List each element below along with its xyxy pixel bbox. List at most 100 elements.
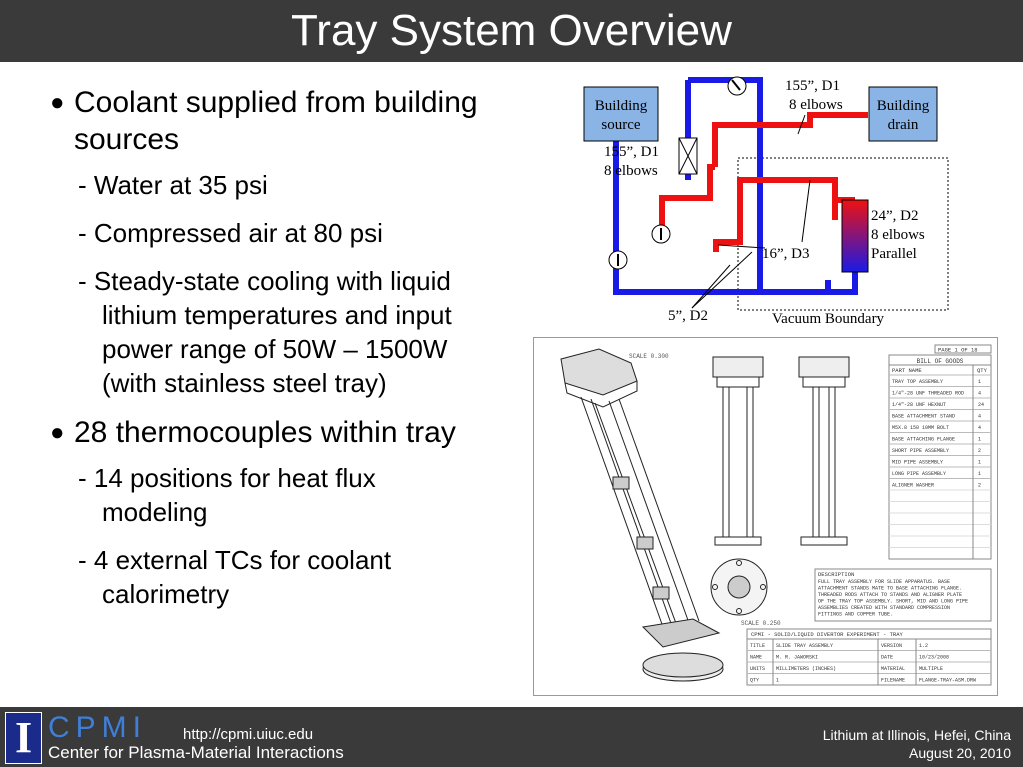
- title-block-cell: FLANGE-TRAY-ASM.DRW: [919, 678, 976, 684]
- title-block: CPMI - SOLID/LIQUID DIVERTOR EXPERIMENT …: [746, 628, 992, 686]
- bom-qty-cell: 2: [978, 483, 981, 489]
- title-block-cell: 10/23/2008: [919, 655, 949, 661]
- title-block-cell: QTY: [750, 678, 759, 684]
- top-pipe-label: 155”, D1: [785, 78, 840, 94]
- mid-pipe-label: 16”, D3: [762, 246, 810, 262]
- bom-rows: TRAY TOP ASSEMBLY 1 1/4"-28 UNF THREADED R…: [889, 374, 991, 548]
- bom-part-cell: 1/4"-28 UNF HEXNUT: [892, 402, 946, 408]
- title-block-header: CPMI - SOLID/LIQUID DIVERTOR EXPERIMENT …: [751, 631, 904, 638]
- description-block: DESCRIPTION FULL TRAY ASSEMBLY FOR SLIDE…: [814, 568, 992, 622]
- bom-title: BILL OF GOODS: [917, 358, 964, 365]
- tray-pipe-label: 24”, D2: [871, 208, 919, 224]
- bom-qty-cell: 24: [978, 402, 984, 408]
- description-line: FULL TRAY ASSEMBLY FOR SLIDE APPARATUS. …: [818, 579, 950, 585]
- description-line: ATTACHMENT STANDS MATE TO BASE ATTACHING…: [818, 586, 962, 592]
- cpmi-wordmark: CPMI: [48, 711, 147, 744]
- bom-header-part: PART NAME: [892, 367, 922, 374]
- coolant-flow-diagram: Building source Building drain 155”, D1 …: [583, 76, 949, 327]
- bom-qty-cell: 4: [978, 414, 981, 420]
- bom-qty-cell: 1: [978, 460, 981, 466]
- bill-of-goods: PAGE 1 OF 18 BILL OF GOODS PART NAME QTY…: [888, 344, 992, 560]
- bom-part-cell: 1/4"-28 UNF THREADED ROD: [892, 391, 964, 397]
- website-url: http://cpmi.uiuc.edu: [183, 726, 314, 743]
- sub-bullet-air: - Compressed air at 80 psi: [78, 218, 383, 248]
- sub-bullet-heat-flux: - 14 positions for heat flux modeling: [78, 463, 376, 527]
- title-block-cell: MULTIPLE: [919, 666, 943, 672]
- left-pipe-elbows: 8 elbows: [604, 163, 658, 179]
- front-view: [712, 356, 764, 546]
- title-block-cell: DATE: [881, 655, 893, 661]
- bullet-dot-icon: ●: [50, 419, 65, 446]
- scale-label-mid: SCALE 0.250: [741, 620, 781, 627]
- bom-qty-cell: 2: [978, 448, 981, 454]
- bom-header-qty: QTY: [977, 367, 988, 374]
- bullet-list: ● Coolant supplied from building sources…: [50, 84, 480, 625]
- vacuum-boundary-label: Vacuum Boundary: [772, 311, 885, 327]
- top-view-flange: [710, 558, 768, 616]
- description-line: FITTINGS AND COPPER TUBE.: [818, 612, 893, 618]
- bom-part-cell: BASE ATTACHMENT STAND: [892, 414, 955, 420]
- hot-return-pipe: [659, 112, 868, 252]
- bottom-pipe-label: 5”, D2: [668, 308, 708, 324]
- description-line: OF THE TRAY TOP ASSEMBLY. SHORT, MID AND…: [818, 599, 968, 605]
- title-block-cell: UNITS: [750, 666, 765, 672]
- scale-label-top: SCALE 0.300: [629, 353, 669, 360]
- isometric-assembly: [560, 348, 724, 682]
- bom-qty-cell: 4: [978, 391, 981, 397]
- title-block-cell: FILENAME: [881, 678, 905, 684]
- bom-qty-cell: 1: [978, 379, 981, 385]
- bom-part-cell: TRAY TOP ASSEMBLY: [892, 379, 943, 385]
- title-block-cell: VERSION: [881, 643, 902, 649]
- title-block-cell: 1.2: [919, 643, 928, 649]
- bom-qty-cell: 1: [978, 471, 981, 477]
- sub-bullet-calorimetry: - 4 external TCs for coolant calorimetry: [78, 545, 392, 609]
- title-block-cell: MATERIAL: [881, 666, 905, 672]
- title-block-cell: M. R. JAWORSKI: [776, 655, 818, 661]
- tray-heat-exchanger: [841, 199, 869, 273]
- source-label-line1: Building: [595, 98, 648, 114]
- building-drain-box: [868, 86, 938, 142]
- building-source-box: [583, 86, 659, 142]
- bom-qty-cell: 4: [978, 425, 981, 431]
- bom-part-cell: ALIGNER WASHER: [892, 483, 934, 489]
- description-lines: FULL TRAY ASSEMBLY FOR SLIDE APPARATUS. …: [818, 579, 968, 618]
- title-block-cell: 1: [776, 678, 779, 684]
- description-line: ASSEMBLIES CREATED WITH STANDARD COMPRES…: [818, 605, 950, 611]
- description-title: DESCRIPTION: [818, 571, 854, 578]
- top-pipe-elbows: 8 elbows: [789, 97, 843, 113]
- sub-bullet-water: - Water at 35 psi: [78, 170, 268, 200]
- slide-title: Tray System Overview: [291, 6, 732, 55]
- drain-label-line2: drain: [888, 117, 919, 133]
- bullet-dot-icon: ●: [50, 89, 65, 116]
- tray-pipe-parallel: Parallel: [871, 246, 917, 262]
- sub-bullet-steady-state: - Steady-state cooling with liquid lithi…: [78, 266, 452, 398]
- bom-part-cell: LONG PIPE ASSEMBLY: [892, 471, 946, 477]
- title-block-cell: SLIDE TRAY ASSEMBLY: [776, 643, 833, 649]
- title-block-cell: TITLE: [750, 643, 765, 649]
- event-info: Lithium at Illinois, Hefei, China August…: [823, 726, 1011, 762]
- title-block-cell: MILLIMETERS (INCHES): [776, 666, 836, 672]
- illinois-logo: I: [5, 712, 42, 764]
- left-pipe-label: 155”, D1: [604, 144, 659, 160]
- bom-part-cell: MID PIPE ASSEMBLY: [892, 460, 943, 466]
- center-name: Center for Plasma-Material Interactions: [48, 743, 344, 762]
- page-label: PAGE 1 OF 18: [938, 347, 978, 354]
- title-block-cell: NAME: [750, 655, 762, 661]
- description-line: THREADED RODS ATTACH TO STANDS AND ALIGN…: [818, 592, 962, 598]
- side-view: [798, 356, 850, 546]
- bom-part-cell: M5X.8 150 10MM BOLT: [892, 425, 949, 431]
- footer-bar: I CPMI Center for Plasma-Material Intera…: [0, 707, 1023, 767]
- bullet-thermocouples: ● 28 thermocouples within tray: [50, 416, 456, 449]
- engineering-drawing: SCALE 0.300 SCALE 0.250 PAGE 1 OF 18 BIL…: [533, 337, 998, 696]
- bullet-coolant: ● Coolant supplied from building sources: [50, 86, 478, 156]
- bom-part-cell: SHORT PIPE ASSEMBLY: [892, 448, 949, 454]
- bom-part-cell: BASE ATTACHING FLANGE: [892, 437, 955, 443]
- title-bar: Tray System Overview: [0, 0, 1023, 62]
- bom-qty-cell: 1: [978, 437, 981, 443]
- drain-label-line1: Building: [877, 98, 930, 114]
- event-date: August 20, 2010: [909, 745, 1011, 761]
- tray-pipe-elbows: 8 elbows: [871, 227, 925, 243]
- source-label-line2: source: [601, 117, 640, 133]
- event-name: Lithium at Illinois, Hefei, China: [822, 727, 1011, 743]
